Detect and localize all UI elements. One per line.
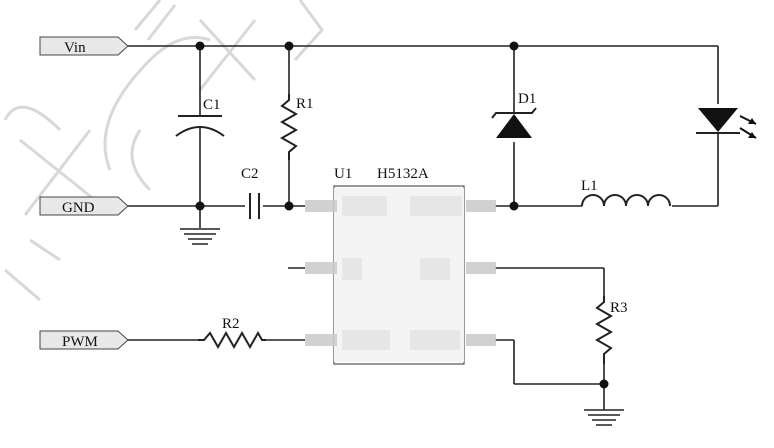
resistor-r3: R3	[594, 296, 628, 364]
ground-symbol-icon	[180, 228, 220, 245]
capacitor-symbol-icon	[249, 193, 260, 219]
r3-label: R3	[610, 300, 628, 316]
resistor-symbol-icon	[279, 94, 299, 160]
c2-label: C2	[241, 166, 259, 182]
diode-symbol-icon	[491, 107, 537, 138]
capacitor-c1: C1	[175, 97, 225, 137]
wires	[128, 45, 719, 410]
ic-part-label: H5132A	[377, 166, 429, 182]
ground-symbol-icon	[584, 409, 624, 426]
c1-label: C1	[203, 97, 221, 113]
u1-label: U1	[334, 166, 352, 182]
junctions	[195, 41, 609, 389]
l1-label: L1	[581, 178, 598, 194]
resistor-symbol-icon	[198, 330, 266, 350]
ic-pins-blurred	[305, 196, 496, 350]
r1-label: R1	[296, 96, 314, 112]
inductor-symbol-icon	[581, 194, 671, 207]
capacitor-c2: C2	[241, 166, 260, 219]
capacitor-symbol-icon	[175, 115, 225, 137]
resistor-r1: R1	[279, 94, 314, 160]
port-gnd: GND	[39, 196, 129, 216]
inductor-l1: L1	[581, 178, 671, 207]
r2-label: R2	[222, 316, 240, 332]
resistor-symbol-icon	[594, 296, 614, 364]
port-vin: Vin	[39, 36, 129, 56]
port-vin-label: Vin	[64, 40, 86, 56]
port-pwm: PWM	[39, 330, 129, 350]
watermark	[3, 0, 324, 302]
led-symbol-icon	[696, 108, 757, 139]
diode-d1: D1	[491, 91, 537, 138]
ic-u1: U1 H5132A	[305, 166, 496, 365]
port-pwm-label: PWM	[62, 334, 98, 350]
d1-label: D1	[518, 91, 536, 107]
port-gnd-label: GND	[62, 200, 95, 216]
resistor-r2: R2	[198, 316, 266, 350]
